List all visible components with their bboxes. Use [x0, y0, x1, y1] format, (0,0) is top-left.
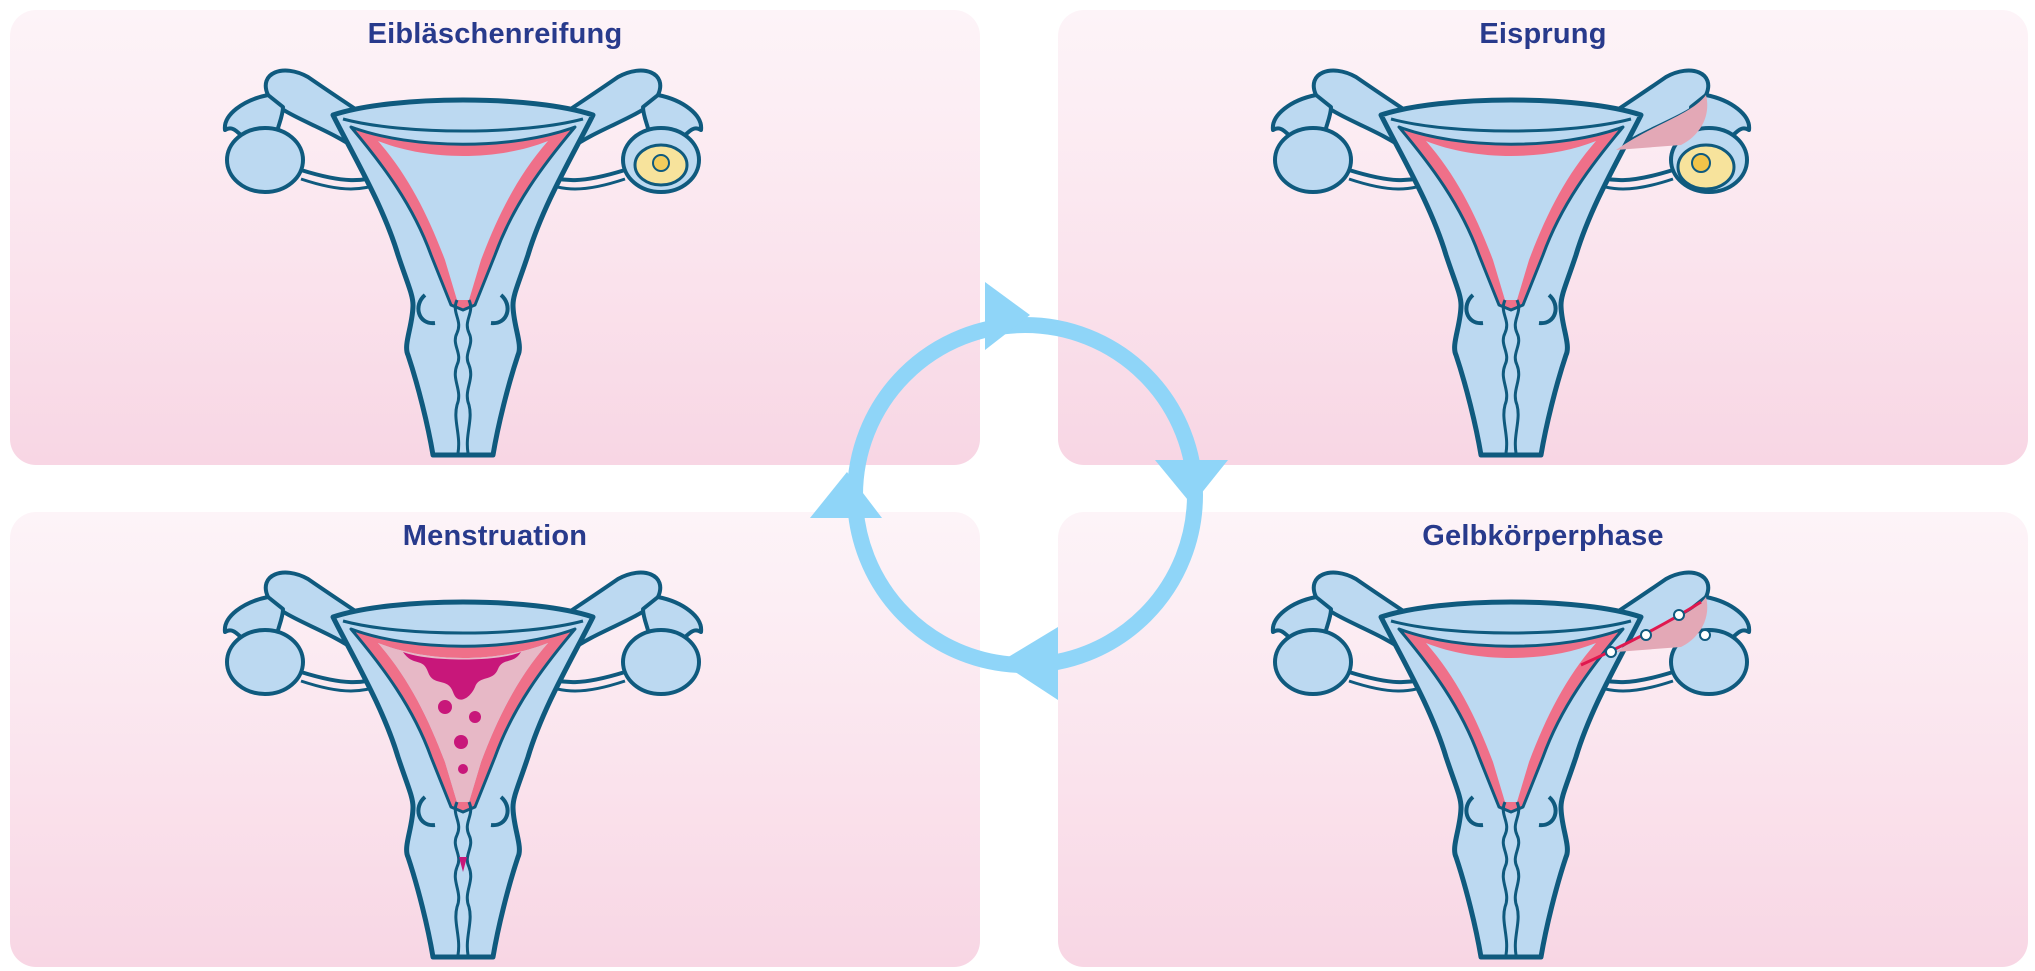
panel-menstruation-phase: Menstruation [10, 512, 980, 967]
panel-follicular-phase: Eibläschenreifung [10, 10, 980, 465]
uterus-illustration [213, 557, 713, 965]
panel-title: Gelbkörperphase [1422, 520, 1664, 552]
panel-title: Menstruation [402, 520, 588, 552]
panel-title: Eisprung [1479, 18, 1607, 50]
arrow-top-icon [985, 282, 1030, 350]
panel-title: Eibläschenreifung [367, 18, 623, 50]
panel-ovulation-phase: Eisprung [1058, 10, 2028, 465]
menstrual-blood [403, 652, 521, 700]
panel-luteal-phase: Gelbkörperphase [1058, 512, 2028, 967]
arrow-bottom-icon [1000, 627, 1058, 700]
uterus-illustration [1261, 55, 1761, 463]
uterus-illustration [1261, 557, 1761, 965]
arrow-right-icon [1155, 460, 1228, 505]
uterus-illustration [213, 55, 713, 463]
